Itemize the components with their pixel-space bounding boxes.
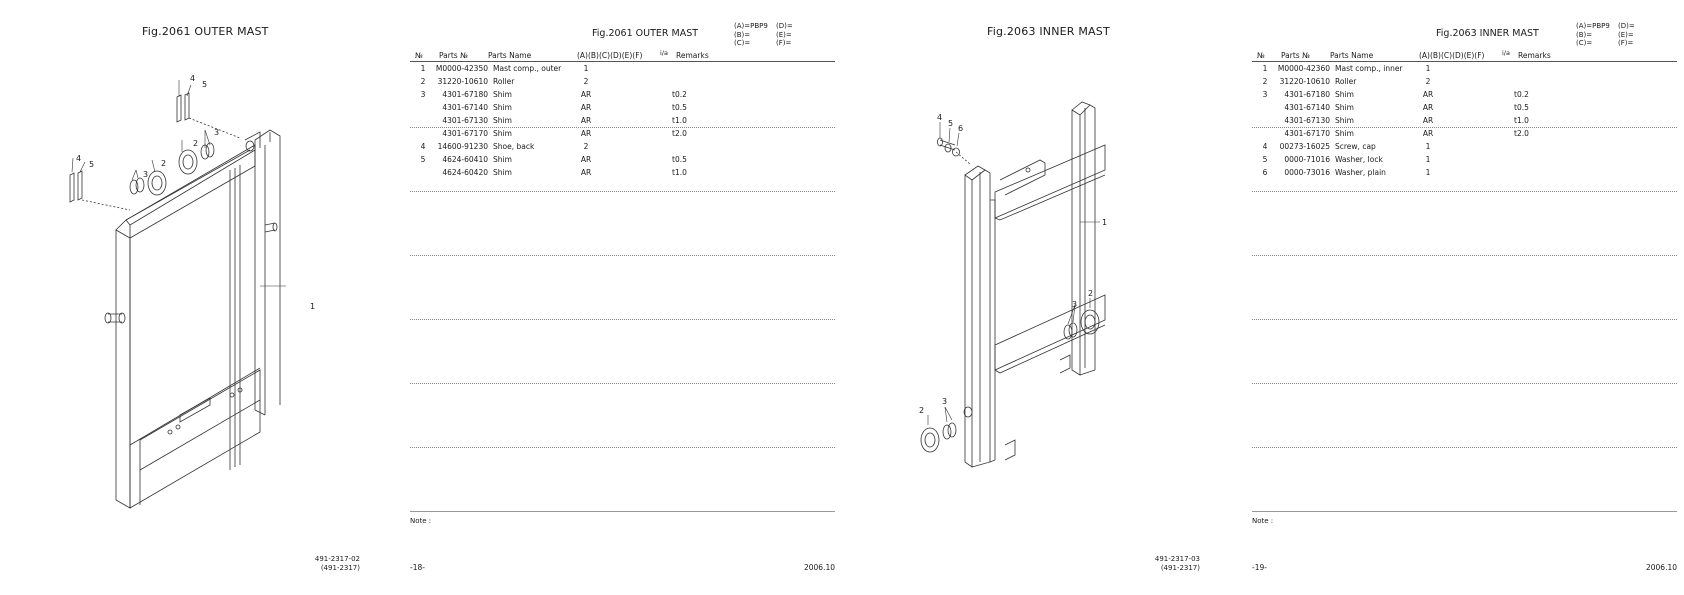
col-header-remarks: Remarks [1518,51,1551,60]
col-header-qty: (A)(B)(C)(D)(E)(F) [577,51,643,60]
row-divider [1252,447,1677,448]
outer-mast-leaders [71,80,286,287]
row-divider [410,255,835,256]
header-rule [1252,61,1677,62]
row-divider [1252,255,1677,256]
col-header-ia: i/a [1502,49,1510,57]
page-number: -19- [1252,563,1267,572]
model-code-box: (A)=PBP9(D)= (B)=(E)= (C)=(F)= [734,22,793,47]
row-divider [410,447,835,448]
callout-6: 6 [958,124,964,133]
note-label: Note : [1252,517,1274,525]
inner-mast-exploded-drawing [900,100,1160,500]
edition-date: 2006.10 [803,563,835,572]
outer-mast-figure-title: Fig.2061 OUTER MAST [142,25,269,38]
callout-4: 4 [937,113,943,122]
col-header-no: № [1257,51,1265,60]
header-rule [410,61,835,62]
outer-mast-back-shoes [69,92,241,211]
inner-mast-drawing-code: 491-2317-03 (491-2317) [1154,555,1200,572]
row-divider [410,127,835,128]
col-header-part-no: Parts № [439,51,468,60]
note-rule [1252,511,1677,512]
page-number: -18- [410,563,425,572]
row-divider [410,191,835,192]
col-header-qty: (A)(B)(C)(D)(E)(F) [1419,51,1485,60]
callout-2: 2 [161,159,167,168]
row-divider [1252,127,1677,128]
row-divider [410,383,835,384]
inner-mast-rollers [920,309,1100,453]
row-divider [1252,383,1677,384]
inner-mast-frame [964,101,1106,468]
inner-mast-screw [937,137,971,165]
row-divider [410,319,835,320]
note-label: Note : [410,517,432,525]
inner-mast-figure-title: Fig.2063 INNER MAST [987,25,1110,38]
callout-5: 5 [202,80,208,89]
callout-1: 1 [310,302,316,311]
callout-3: 3 [942,397,948,406]
callout-4: 4 [76,154,82,163]
outer-mast-rollers [129,142,215,196]
col-header-remarks: Remarks [676,51,709,60]
callout-2: 2 [193,139,199,148]
outer-mast-exploded-drawing [60,60,360,510]
col-header-no: № [415,51,423,60]
callout-2: 2 [1088,289,1094,298]
callout-5: 5 [89,160,95,169]
callout-2: 2 [919,406,925,415]
callout-3: 3 [214,128,220,137]
col-header-part-name: Parts Name [1330,51,1374,60]
callout-3: 3 [1072,300,1078,309]
col-header-part-name: Parts Name [488,51,532,60]
row-divider [1252,319,1677,320]
row-divider [1252,191,1677,192]
callout-1: 1 [1102,218,1108,227]
inner-mast-leaders [927,122,1100,425]
callout-5: 5 [948,119,954,128]
outer-mast-frame [104,129,281,509]
model-code-box: (A)=PBP9(D)= (B)=(E)= (C)=(F)= [1576,22,1635,47]
note-rule [410,511,835,512]
col-header-part-no: Parts № [1281,51,1310,60]
col-header-ia: i/a [660,49,668,57]
callout-4: 4 [190,74,196,83]
edition-date: 2006.10 [1645,563,1677,572]
parts-list-page-outer-mast: Fig.2061 OUTER MAST (A)=PBP9(D)= (B)=(E)… [410,0,835,595]
page-title: Fig.2061 OUTER MAST [592,28,699,39]
parts-list-page-inner-mast: Fig.2063 INNER MAST (A)=PBP9(D)= (B)=(E)… [1252,0,1677,595]
callout-3: 3 [143,170,149,179]
page-title: Fig.2063 INNER MAST [1436,28,1539,39]
outer-mast-drawing-code: 491-2317-02 (491-2317) [314,555,360,572]
